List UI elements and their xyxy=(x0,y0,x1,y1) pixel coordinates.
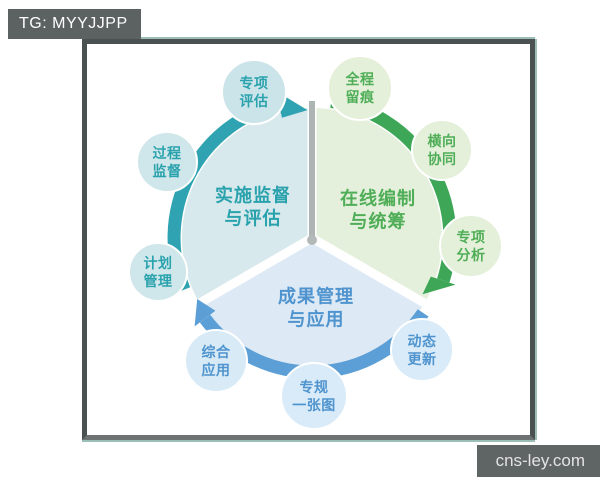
bubble-comprehensive-application-circle xyxy=(184,329,248,393)
online-arrowhead xyxy=(422,276,456,295)
bubble-plan-management-line2: 管理 xyxy=(144,273,173,289)
bubble-dynamic-update: 动态 更新 xyxy=(390,318,454,382)
sector-label-results: 成果管理 与应用 xyxy=(278,286,354,330)
sector-label-results-line2: 与应用 xyxy=(288,309,345,330)
bubble-process-supervision: 过程 监督 xyxy=(136,131,198,193)
bubble-special-plan-one-map-circle xyxy=(280,362,348,430)
bubble-special-analysis: 专项 分析 xyxy=(439,214,503,278)
bubble-special-analysis-line1: 专项 xyxy=(457,229,486,245)
bubble-comprehensive-application: 综合 应用 xyxy=(184,329,248,393)
bubble-full-process-trace-line1: 全程 xyxy=(345,71,375,87)
sector-label-implementation: 实施监督 与评估 xyxy=(215,185,291,229)
bubble-process-supervision-circle xyxy=(136,131,198,193)
bubble-full-process-trace-circle xyxy=(327,55,393,121)
bubble-special-evaluation: 专项 评估 xyxy=(221,59,287,125)
bubble-comprehensive-application-line1: 综合 xyxy=(202,344,231,360)
sector-label-implementation-line1: 实施监督 xyxy=(215,185,291,206)
sector-label-online-line1: 在线编制 xyxy=(340,188,416,209)
bubble-special-evaluation-line1: 专项 xyxy=(240,75,269,91)
bubble-horizontal-collaboration-circle xyxy=(411,119,473,181)
bubble-special-evaluation-line2: 评估 xyxy=(240,93,269,109)
sector-gap-lower-left xyxy=(195,234,315,308)
bubble-plan-management: 计划 管理 xyxy=(128,242,188,302)
bubble-plan-management-line1: 计划 xyxy=(144,255,173,271)
bubble-process-supervision-line1: 过程 xyxy=(153,145,182,161)
sector-gap-lower-right xyxy=(309,234,429,308)
bubble-comprehensive-application-line2: 应用 xyxy=(202,362,231,378)
bubble-horizontal-collaboration-line1: 横向 xyxy=(428,133,457,149)
sector-label-results-line1: 成果管理 xyxy=(278,286,354,307)
bubble-dynamic-update-line1: 动态 xyxy=(408,333,437,349)
bubble-special-plan-one-map-line2: 一张图 xyxy=(292,397,336,413)
bubble-special-evaluation-circle xyxy=(221,59,287,125)
bubble-full-process-trace-line2: 留痕 xyxy=(346,89,375,105)
bubble-dynamic-update-circle xyxy=(390,318,454,382)
watermark-bottom-right: cns-ley.com xyxy=(476,445,600,477)
watermark-top-left: TG: MYYJJPP xyxy=(8,9,141,39)
sector-label-implementation-line2: 与评估 xyxy=(225,208,282,229)
bubble-plan-management-circle xyxy=(128,242,188,302)
bubble-horizontal-collaboration: 横向 协同 xyxy=(411,119,473,181)
bubble-horizontal-collaboration-line2: 协同 xyxy=(428,151,457,167)
sector-label-online-line2: 与统筹 xyxy=(350,211,407,232)
bubble-dynamic-update-line2: 更新 xyxy=(408,351,437,367)
bubble-special-analysis-circle xyxy=(439,214,503,278)
results-arrowhead xyxy=(194,299,216,327)
sector-label-online: 在线编制 与统筹 xyxy=(340,188,416,232)
bubble-process-supervision-line2: 监督 xyxy=(153,163,182,179)
bubble-special-plan-one-map-line1: 专规 xyxy=(300,379,329,395)
bubble-special-plan-one-map: 专规 一张图 xyxy=(280,362,348,430)
bubble-special-analysis-line2: 分析 xyxy=(457,247,486,263)
bubble-full-process-trace: 全程 留痕 xyxy=(327,55,393,121)
sector-gap-center-shade xyxy=(307,235,317,245)
